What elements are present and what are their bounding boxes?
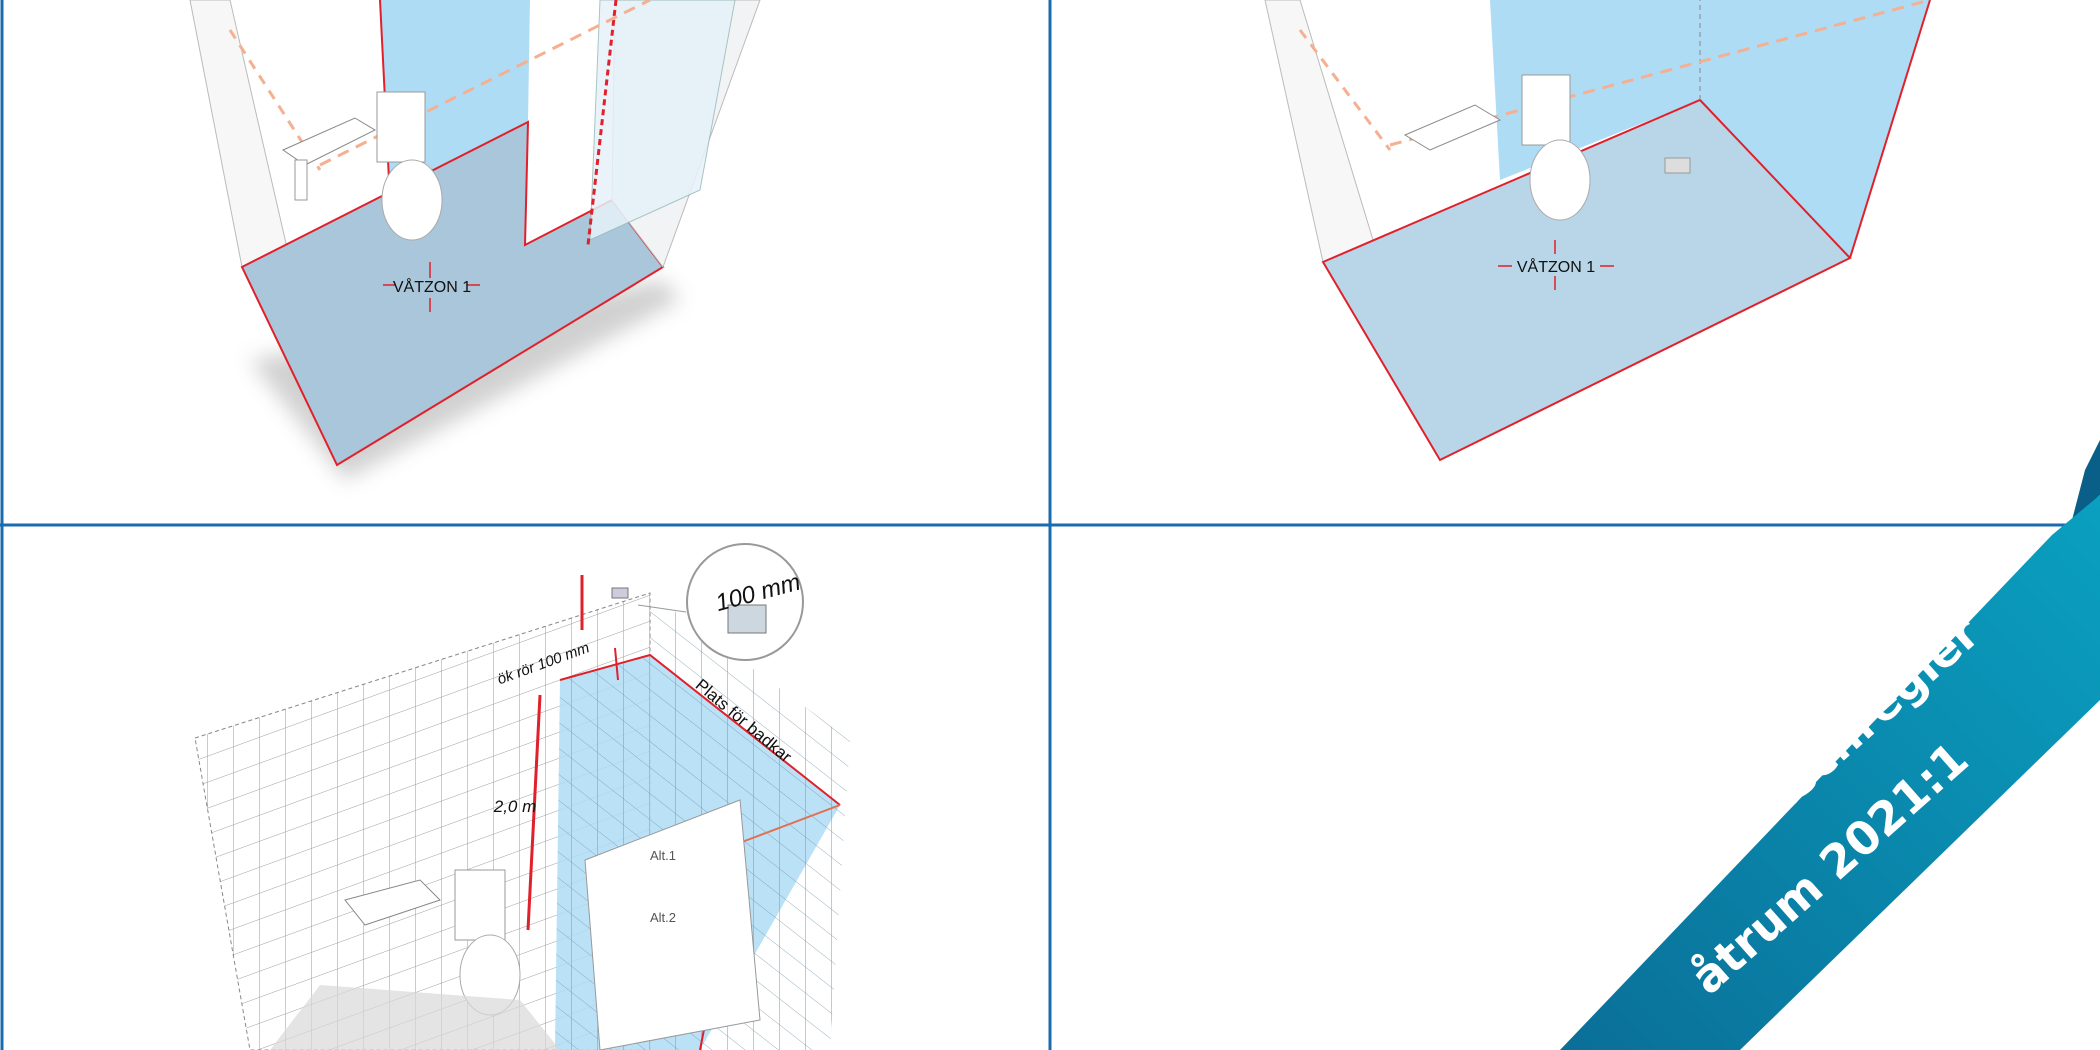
pipe-outlet [611, 587, 629, 599]
panel-top-right: VÅTZON 1 [1264, 0, 1931, 462]
zone-arrows [383, 262, 480, 312]
zone-label: VÅTZON 1 [393, 277, 471, 296]
toilet [454, 869, 521, 1016]
bathtub [584, 799, 761, 1050]
corner-banner: ade branschregler åtrum 2021:1 [1560, 440, 2100, 1050]
back-wall-blue [1490, 0, 1930, 258]
floor-drain [1664, 157, 1691, 174]
height-dimension [526, 694, 542, 931]
alt1-label: Alt.1 [650, 848, 676, 863]
alt2-label: Alt.2 [650, 910, 676, 925]
tiled-floor [270, 985, 560, 1050]
shower-glass [589, 0, 736, 241]
zone-label: VÅTZON 1 [1517, 257, 1595, 276]
toilet [1521, 74, 1591, 221]
detail-magnifier [686, 543, 804, 661]
zone-arrows [1498, 240, 1614, 290]
tiled-back-wall [194, 592, 651, 1050]
panel-top-left: VÅTZON 1 [189, 0, 761, 480]
sink [1403, 104, 1502, 151]
sink [281, 117, 377, 201]
banner-ribbon [1560, 495, 2100, 1050]
toilet [376, 91, 443, 241]
sink [344, 879, 441, 926]
panel-bottom-left: 100 mm ök rör 100 mm 2,0 m Plats för bad… [194, 543, 850, 1050]
height-label: 2,0 m [493, 797, 537, 816]
